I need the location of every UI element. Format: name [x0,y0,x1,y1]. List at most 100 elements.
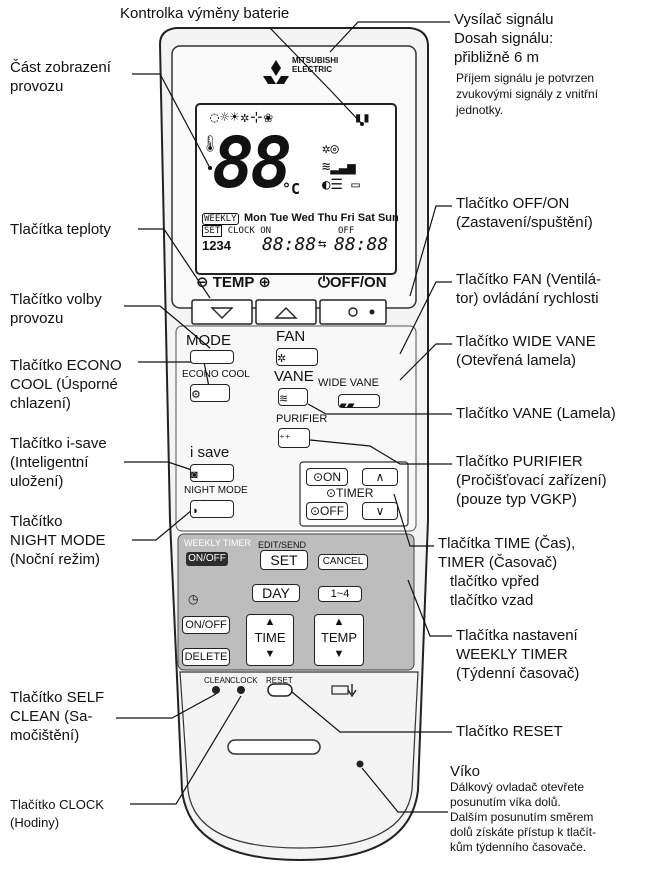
brand-line-1: MITSUBISHI [292,56,339,65]
lcd-temperature: 88 [212,122,292,204]
temp-up-button [255,299,317,325]
day-button[interactable]: DAY [252,584,300,602]
wide-vane-icon: ▰▰ [339,400,355,411]
clock-button[interactable] [235,684,249,696]
reset-button[interactable] [268,684,292,696]
weekly-onoff2-button[interactable]: ON/OFF [182,616,230,634]
label-offon-button: Tlačítko OFF/ON (Zastavení/spuštění) [456,194,593,232]
label-display-part-1: Část zobrazení [10,59,111,76]
label-mode-button: Tlačítko volby provozu [10,290,102,328]
time-button[interactable]: ▲ TIME ▼ [246,614,294,666]
lid [179,671,419,849]
label-lid-note-5: kům týdenního časovače. [450,840,587,854]
lcd-time-1: 88:88 [262,234,317,255]
night-icon: ◑ [191,505,198,517]
lcd-thermometer-icon: 🌡 [200,134,221,153]
label-night-button: Tlačítko NIGHT MODE (Noční režim) [10,512,106,569]
temp2-button[interactable]: ▲ TEMP ▼ [314,614,364,666]
edit-send-label: EDIT/SEND [258,540,307,550]
label-isave-1: Tlačítko i-save [10,435,107,452]
label-isave-2: (Inteligentní [10,454,89,471]
label-lid-note-4: dolů získáte přístup k tlačít- [450,825,597,839]
offon-text: OFF/ON [329,274,387,291]
label-mode-1: Tlačítko volby [10,291,102,308]
label-purifier-button: Tlačítko PURIFIER (Pročišťovací zařízení… [456,452,607,509]
label-time-timer-1: Tlačítka TIME (Čas), [438,535,576,552]
set-button[interactable]: SET [260,550,308,570]
clean-button[interactable] [210,684,224,696]
label-time-timer-3: tlačítko vpřed [450,573,540,590]
lcd-fan-vane-icons: ✲◎≋▂▃▅◐☰ ▭ [322,141,360,193]
label-self-clean-button: Tlačítko SELF CLEAN (Sa- močištění) [10,688,104,745]
label-lid-note-3: Dalším posunutím směrem [450,810,594,824]
econo-button[interactable]: ⚙ [190,384,230,402]
label-isave-button: Tlačítko i-save (Inteligentní uložení) [10,434,107,491]
label-self-clean-2: CLEAN (Sa- [10,708,93,725]
label-purifier-1: Tlačítko PURIFIER [456,453,583,470]
time-text: TIME [254,630,286,645]
mode-button[interactable] [190,350,234,364]
timer-down-button[interactable]: ∨ [362,502,398,520]
mode-label: MODE [186,332,231,349]
vane-label: VANE [274,368,314,385]
purifier-button[interactable]: ⁺⁺ [278,428,310,448]
vane-button[interactable]: ≋ [278,388,308,406]
temp-down-button [191,299,253,325]
delete-button[interactable]: DELETE [182,648,230,666]
label-time-timer-2: TIMER (Časovač) [438,554,558,571]
label-purifier-2: (Pročišťovací zařízení) [456,472,607,489]
night-button[interactable]: ◑ [190,500,234,518]
label-weekly-3: (Týdenní časovač) [456,665,580,682]
wide-vane-button[interactable]: ▰▰ [338,394,380,411]
arrow-up-icon-2: ▲ [333,616,345,628]
offon-button-shape [319,299,387,325]
label-offon-2: (Zastavení/spuštění) [456,214,593,231]
label-purifier-3: (pouze typ VGKP) [456,491,577,508]
label-temp-buttons: Tlačítka teploty [10,221,111,238]
timer-on-button[interactable]: ⊙ON [306,468,348,486]
label-offon-1: Tlačítko OFF/ON [456,195,570,212]
label-fan-2: tor) ovládání rychlosti [456,290,599,307]
brand-line-2: ELECTRIC [292,65,332,74]
brand-label: MITSUBISHI ELECTRIC [292,56,338,74]
lcd-weekly: WEEKLY [202,213,239,225]
temp2-text: TEMP [320,630,358,645]
econo-icon: ⚙ [191,389,201,401]
lcd-off: OFF [338,226,355,236]
label-econo-1: Tlačítko ECONO [10,357,122,374]
timer-label: ⊙TIMER [326,486,374,500]
label-transmitter-note: Příjem signálu je potvrzen zvukovými sig… [456,70,598,118]
clock-label: CLOCK [230,676,258,685]
label-clock-2: (Hodiny) [10,815,60,830]
weekly-onoff-button[interactable]: ON/OFF [186,552,228,566]
timer-off-button[interactable]: ⊙OFF [306,502,348,520]
lcd-set: SET [202,225,223,237]
label-time-timer-buttons: Tlačítka TIME (Čas), TIMER (Časovač) tla… [438,534,575,610]
lcd-clock-on: CLOCK ON [227,226,272,236]
fan-button[interactable]: ✲ [276,348,318,366]
timer-on-text: ON [323,470,342,484]
label-battery-indicator: Kontrolka výměny baterie [120,5,290,22]
label-transmitter-1: Vysílač signálu [454,11,554,28]
chevron-down-icon: ∨ [375,504,385,518]
label-wide-vane-button: Tlačítko WIDE VANE (Otevřená lamela) [456,332,596,370]
lid-dot [356,760,364,768]
label-self-clean-3: močištění) [10,727,80,744]
arrow-down-icon-2: ▼ [333,648,345,660]
arrow-down-icon: ▼ [264,648,276,660]
lcd-screen [195,103,397,275]
lcd-unit: °C [282,180,301,198]
purifier-icon: ⁺⁺ [279,433,291,445]
label-econo-2: COOL (Úsporné [10,376,118,393]
timer-up-button[interactable]: ∧ [362,468,398,486]
purifier-label: PURIFIER [276,413,328,425]
cancel-button[interactable]: CANCEL [318,554,368,570]
range-button[interactable]: 1~4 [318,586,362,602]
label-wide-vane-2: (Otevřená lamela) [456,352,577,369]
fan-icon: ✲ [277,353,287,365]
timer-text: TIMER [336,486,374,500]
isave-button[interactable]: ◙ [190,464,234,482]
label-econo-button: Tlačítko ECONO COOL (Úsporné chlazení) [10,356,122,413]
fan-label: FAN [276,328,306,345]
label-transmitter-note-1: Příjem signálu je potvrzen [456,71,595,85]
